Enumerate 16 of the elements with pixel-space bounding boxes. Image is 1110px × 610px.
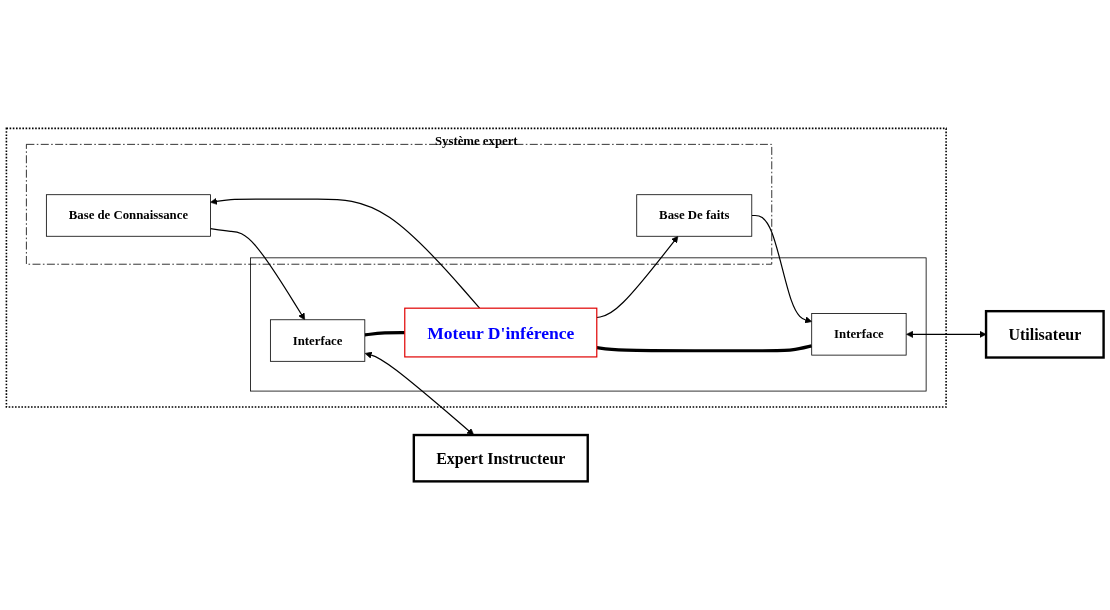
node-box: Expert Instructeur	[412, 433, 589, 483]
arrow	[751, 215, 813, 324]
arrow	[209, 228, 306, 321]
node-box: Interface	[811, 313, 907, 356]
cluster	[250, 257, 927, 392]
node-box: Utilisateur	[984, 310, 1105, 359]
arrow	[906, 330, 987, 338]
node-box: Moteur D'inférence	[404, 307, 598, 358]
node-box: Interface	[270, 319, 366, 362]
arrow	[596, 236, 679, 319]
arrow	[364, 351, 475, 436]
connector	[596, 344, 813, 353]
arrow	[210, 197, 481, 309]
node-box: Base de Connaissance	[45, 194, 211, 237]
node-box: Base De faits	[636, 194, 753, 237]
connector	[364, 331, 405, 337]
